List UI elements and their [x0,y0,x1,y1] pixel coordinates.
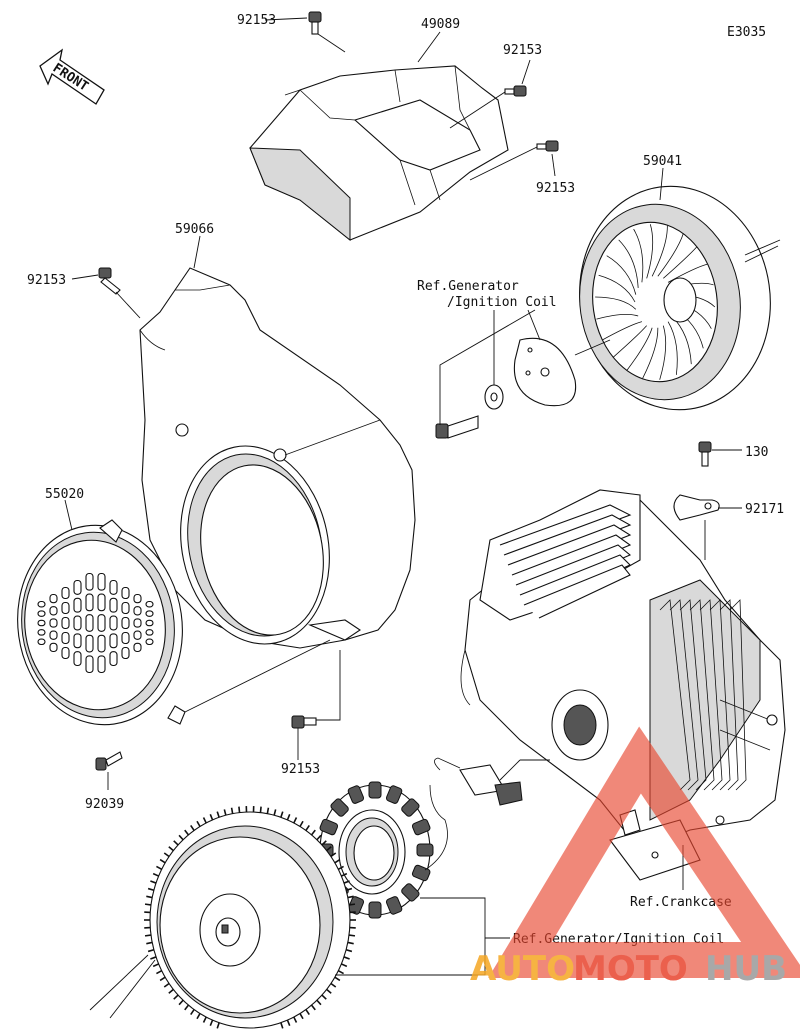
washer-part [484,384,504,410]
part-number-label: 130 [745,445,768,460]
flywheel-part [144,806,356,1029]
watermark-auto: AUTO [470,949,575,989]
part-number-label: 92153 [237,13,276,28]
ref-label: Ref.Crankcase [630,895,732,910]
diagram-code: E3035 [727,25,766,40]
front-label: FRONT [50,61,91,95]
bolt-icon [291,715,317,729]
part-number-label: 92039 [85,797,124,812]
watermark-hub: HUB [705,949,787,989]
clamp-part [673,494,720,521]
part-number-label: 55020 [45,487,84,502]
part-number-label: 92153 [536,181,575,196]
part-number-label: 92153 [503,43,542,58]
shroud-top-part [249,65,509,242]
ref-label: /Ignition Coil [447,295,557,310]
bolt-icon [98,267,141,319]
part-number-label: 92153 [281,762,320,777]
blower-housing-part [139,267,416,649]
ref-label: Ref.Generator [417,279,519,294]
connector-wire-part [424,757,523,871]
bolt-icon [308,11,346,53]
cooling-fan-part [579,185,771,411]
part-number-label: 59041 [643,154,682,169]
bolt-icon [435,415,479,439]
bolt-icon [469,140,559,181]
watermark-moto: MOTO [573,949,688,989]
part-number-label: 92153 [27,273,66,288]
part-number-label: 59066 [175,222,214,237]
bolt-icon [449,85,527,129]
part-number-label: 49089 [421,17,460,32]
bolt-icon [698,441,712,467]
crankcase-part [460,489,786,881]
screw-icon [95,751,123,771]
stator-coil-part [316,781,434,919]
flywheel-plate-part [513,337,577,407]
automotohub-watermark-logo: AUTO MOTO HUB [470,726,800,989]
rotating-screen-part [17,519,186,726]
part-number-label: 92171 [745,502,784,517]
front-arrow-icon: FRONT [39,48,105,105]
